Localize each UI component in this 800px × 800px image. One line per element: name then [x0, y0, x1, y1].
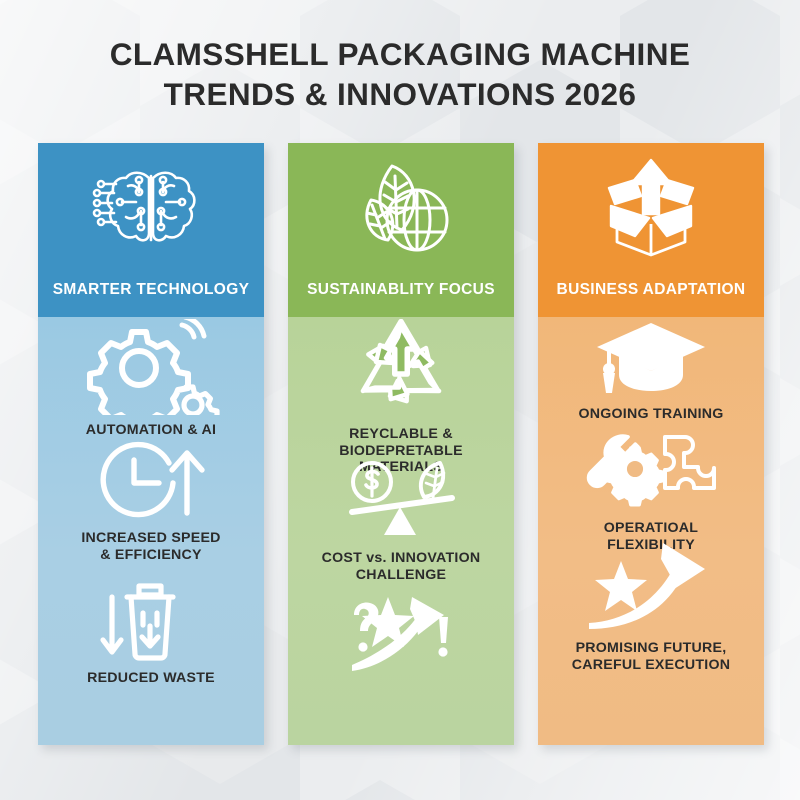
- list-item[interactable]: COST vs. INNOVATION CHALLENGE: [288, 457, 514, 583]
- page-title-line-2: TRENDS & INNOVATIONS 2026: [163, 76, 637, 112]
- trash-down-arrow-icon: [91, 579, 211, 663]
- list-item[interactable]: INCREASED SPEED & EFFICIENCY: [38, 439, 264, 563]
- list-item-label: INCREASED SPEED & EFFICIENCY: [81, 530, 221, 563]
- list-item[interactable]: REDUCED WASTE: [38, 579, 264, 687]
- list-item-label: AUTOMATION & AI: [85, 422, 217, 438]
- list-item[interactable]: AUTOMATION & AI: [38, 319, 264, 439]
- gears-wifi-icon: [81, 319, 221, 415]
- list-item-label: ONGOING TRAINING: [578, 406, 724, 422]
- recycle-icon: [342, 319, 460, 419]
- list-item[interactable]: [288, 589, 514, 693]
- list-item[interactable]: OPERATIOAL FLEXIBILITY: [538, 425, 764, 553]
- column-header-business-adaptation: BUSINESS ADAPTATION: [538, 143, 764, 317]
- column-smarter-technology[interactable]: SMARTER TECHNOLOGY AUTOMATION & AI: [38, 143, 264, 745]
- column-header-smarter-technology: SMARTER TECHNOLOGY: [38, 143, 264, 317]
- column-business-adaptation[interactable]: BUSINESS ADAPTATION ONGOING TRAINING: [538, 143, 764, 745]
- clock-up-arrow-icon: [91, 439, 211, 523]
- dollar-leaf-seesaw-icon: [336, 457, 466, 543]
- column-sustainability-focus[interactable]: SUSTAINABLITY FOCUS: [288, 143, 514, 745]
- rising-arrow-star-icon: [581, 535, 721, 633]
- column-header-label: SMARTER TECHNOLOGY: [52, 281, 250, 298]
- wrench-gear-puzzle-icon: [581, 425, 721, 513]
- graduation-cap-icon: [591, 313, 711, 399]
- list-item[interactable]: REYCLABLE & BIODEPRETABLE MATERIALS: [288, 319, 514, 476]
- list-item-label: REDUCED WASTE: [87, 670, 215, 686]
- list-item-label: COST vs. INNOVATION CHALLENGE: [321, 550, 481, 583]
- column-header-sustainability-focus: SUSTAINABLITY FOCUS: [288, 143, 514, 317]
- column-header-label: SUSTAINABLITY FOCUS: [307, 281, 495, 298]
- list-item[interactable]: PROMISING FUTURE, CAREFUL EXECUTION: [538, 535, 764, 673]
- list-item[interactable]: ONGOING TRAINING: [538, 313, 764, 423]
- page-title: CLAMSSHELL PACKAGING MACHINE TRENDS & IN…: [0, 34, 800, 114]
- column-body-business-adaptation: ONGOING TRAINING OPERATIOAL FLEXIBILITY: [538, 317, 764, 745]
- question-star-arrow-exclamation-icon: [326, 589, 476, 693]
- column-body-sustainability-focus: REYCLABLE & BIODEPRETABLE MATERIALS COST…: [288, 317, 514, 745]
- ai-brain-circuit-icon: [92, 159, 210, 257]
- column-header-label: BUSINESS ADAPTATION: [556, 281, 746, 298]
- open-box-up-arrow-icon: [595, 158, 707, 257]
- list-item-label: PROMISING FUTURE, CAREFUL EXECUTION: [571, 640, 731, 673]
- column-body-smarter-technology: AUTOMATION & AI INCREASED SPEED & EFFICI…: [38, 317, 264, 745]
- leaves-globe-icon: [345, 159, 457, 257]
- page-title-line-1: CLAMSSHELL PACKAGING MACHINE: [109, 36, 691, 72]
